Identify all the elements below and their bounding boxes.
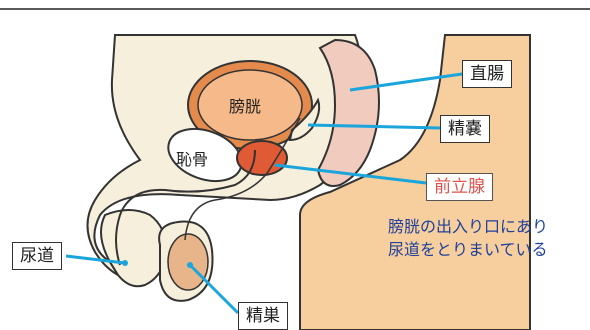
prostate-shape <box>237 141 287 175</box>
seminal-vesicle-label: 精嚢 <box>440 115 490 143</box>
note-line-2: 尿道をとりまいている <box>388 238 548 261</box>
bladder-label: 膀胱 <box>229 93 261 117</box>
prostate-label: 前立腺 <box>426 173 493 201</box>
penis-shape <box>101 210 166 286</box>
testis-label: 精巣 <box>238 302 288 330</box>
pubic-bone-label: 恥骨 <box>176 146 208 170</box>
leader-testis-dot <box>187 262 193 268</box>
testis-shape <box>168 234 208 290</box>
leader-urethra-dot <box>122 260 128 266</box>
rectum-label: 直腸 <box>462 60 512 88</box>
note-line-1: 膀胱の出入り口にあり <box>388 215 548 238</box>
urethra-label: 尿道 <box>12 242 62 270</box>
prostate-note: 膀胱の出入り口にあり 尿道をとりまいている <box>388 215 548 261</box>
